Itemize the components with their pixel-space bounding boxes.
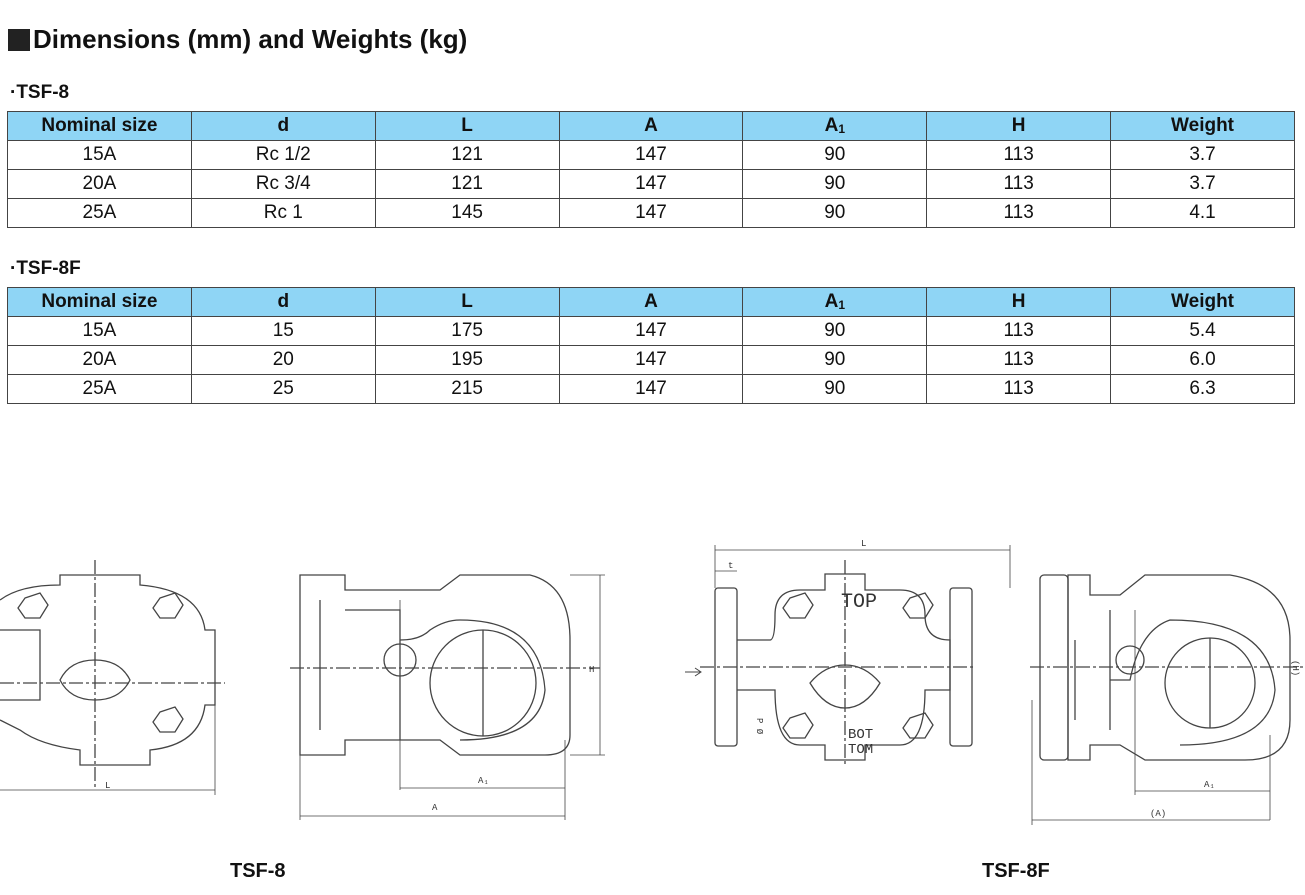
table-cell: 147 bbox=[558, 140, 744, 170]
table-cell: 113 bbox=[926, 316, 1112, 346]
page-title: Dimensions (mm) and Weights (kg) bbox=[8, 24, 467, 55]
tsf8f-bottom-marking-2: TOM bbox=[848, 742, 873, 758]
table-cell: 147 bbox=[558, 316, 744, 346]
tsf8f-dim-A1: A₁ bbox=[1204, 780, 1215, 790]
column-header: A1 bbox=[742, 287, 928, 317]
tsf8-dim-L: L bbox=[105, 781, 110, 791]
column-header: d bbox=[190, 287, 376, 317]
table-cell: 113 bbox=[926, 198, 1112, 228]
column-header: A bbox=[558, 287, 744, 317]
header-text: L bbox=[461, 291, 473, 312]
table-cell: 147 bbox=[558, 198, 744, 228]
header-text: L bbox=[461, 115, 473, 136]
table-cell: 25A bbox=[7, 198, 192, 228]
column-header: Nominal size bbox=[7, 287, 192, 317]
header-text: A bbox=[644, 115, 658, 136]
table-cell: 20A bbox=[7, 345, 192, 375]
tsf8f-dim-H: (H) bbox=[1290, 660, 1300, 676]
tsf8-side-view bbox=[290, 574, 605, 820]
column-header: A1 bbox=[742, 111, 928, 141]
header-text: A bbox=[824, 291, 839, 312]
caption-tsf8: TSF-8 bbox=[230, 860, 286, 882]
table-cell: Rc 1 bbox=[190, 198, 376, 228]
header-text: Nominal size bbox=[41, 115, 158, 136]
tsf8f-top-marking: TOP bbox=[841, 591, 877, 614]
table-cell: 113 bbox=[926, 345, 1112, 375]
title-text: Dimensions (mm) and Weights (kg) bbox=[33, 24, 468, 54]
table-cell: Rc 1/2 bbox=[190, 140, 376, 170]
tsf8f-dim-t: t bbox=[728, 561, 733, 571]
caption-tsf8f: TSF-8F bbox=[982, 860, 1050, 882]
table-cell: 6.0 bbox=[1110, 345, 1295, 375]
tsf8f-dim-A: (A) bbox=[1150, 809, 1166, 819]
table-cell: 90 bbox=[742, 374, 928, 404]
header-text: Nominal size bbox=[41, 291, 158, 312]
table-cell: 113 bbox=[926, 374, 1112, 404]
tsf8f-side-view bbox=[1030, 574, 1305, 825]
column-header: d bbox=[190, 111, 376, 141]
square-bullet-icon bbox=[8, 28, 30, 51]
table-cell: 15A bbox=[7, 140, 192, 170]
header-subscript: 1 bbox=[838, 122, 845, 136]
tsf8f-front-view bbox=[685, 545, 1011, 765]
header-text: H bbox=[1011, 291, 1026, 312]
tsf8-dim-A1: A₁ bbox=[478, 776, 489, 786]
header-text: d bbox=[277, 291, 290, 312]
table-cell: 4.1 bbox=[1110, 198, 1295, 228]
table-cell: 147 bbox=[558, 169, 744, 199]
column-header: Weight bbox=[1110, 111, 1295, 141]
tsf8f-dim-L: L bbox=[861, 539, 866, 549]
header-text: Weight bbox=[1171, 291, 1235, 312]
table-cell: 6.3 bbox=[1110, 374, 1295, 404]
table-cell: 147 bbox=[558, 345, 744, 375]
header-text: H bbox=[1011, 115, 1026, 136]
table-cell: 121 bbox=[374, 140, 560, 170]
section-label-tsf8: ·TSF-8 bbox=[10, 82, 70, 103]
table-cell: 145 bbox=[374, 198, 560, 228]
section-label-tsf8f: ·TSF-8F bbox=[10, 258, 81, 279]
table-cell: 20A bbox=[7, 169, 192, 199]
table-cell: 175 bbox=[374, 316, 560, 346]
table-cell: 195 bbox=[374, 345, 560, 375]
table-cell: 215 bbox=[374, 374, 560, 404]
column-header: H bbox=[926, 111, 1112, 141]
header-text: A bbox=[824, 115, 839, 136]
table-cell: 3.7 bbox=[1110, 140, 1295, 170]
table-cell: 147 bbox=[558, 374, 744, 404]
tsf8-front-view bbox=[0, 560, 225, 795]
tsf8f-bottom-marking-1: BOT bbox=[848, 727, 873, 743]
tsf8-dim-A: A bbox=[432, 803, 438, 813]
tsf8f-dim-pd: P Ø bbox=[754, 718, 764, 735]
column-header: Weight bbox=[1110, 287, 1295, 317]
column-header: H bbox=[926, 287, 1112, 317]
header-text: d bbox=[277, 115, 290, 136]
header-text: Weight bbox=[1171, 115, 1235, 136]
table-cell: 113 bbox=[926, 169, 1112, 199]
column-header: L bbox=[374, 111, 560, 141]
table-cell: 25A bbox=[7, 374, 192, 404]
table-cell: 121 bbox=[374, 169, 560, 199]
header-subscript: 1 bbox=[838, 298, 845, 312]
column-header: A bbox=[558, 111, 744, 141]
tsf8-dim-H: H bbox=[589, 665, 594, 675]
header-text: A bbox=[644, 291, 658, 312]
